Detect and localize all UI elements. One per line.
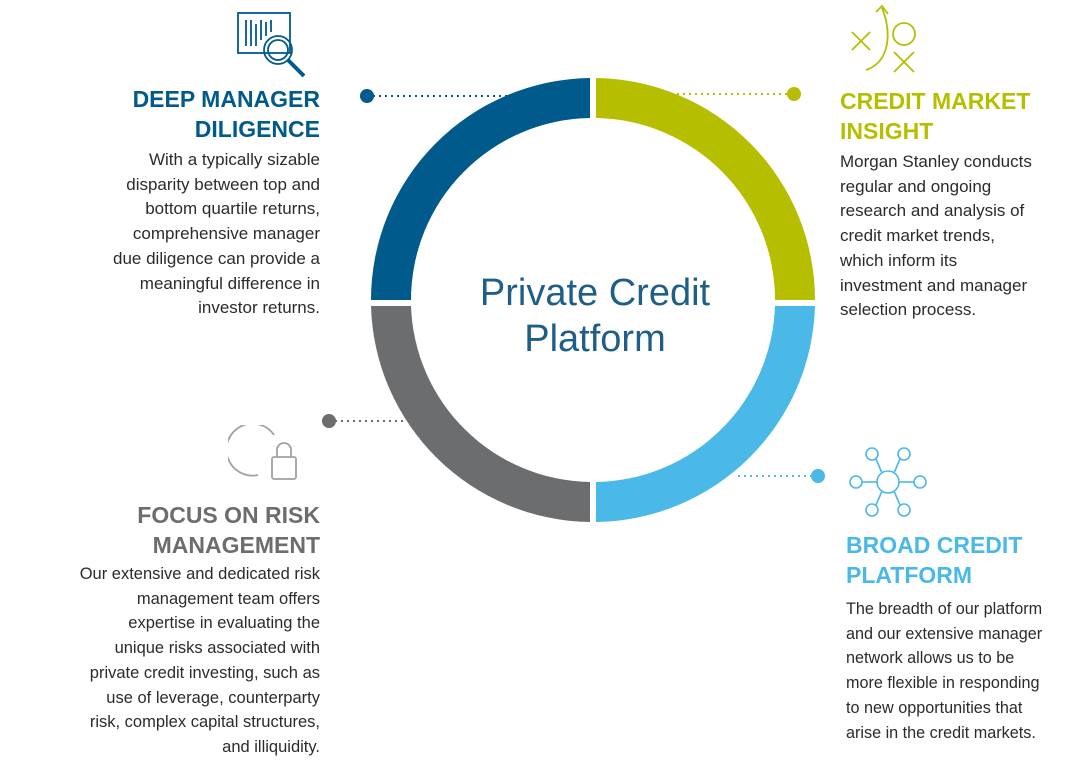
- platform-title-line-2: Platform: [524, 318, 666, 360]
- credit-market-heading-line-2: INSIGHT: [840, 118, 934, 144]
- deep-manager-heading: DEEP MANAGER DILIGENCE: [40, 84, 320, 144]
- deep-manager-body-line: bottom quartile returns,: [145, 199, 320, 219]
- platform-title: Private Credit Platform: [430, 270, 760, 362]
- deep-manager-heading-line-2: DILIGENCE: [194, 116, 320, 142]
- broad-credit-body: The breadth of our platform and our exte…: [846, 597, 1090, 745]
- ring-segment-broad-credit: [596, 306, 815, 522]
- deep-manager-body-line: meaningful difference in: [139, 273, 320, 293]
- risk-management-heading: FOCUS ON RISK MANAGEMENT: [0, 500, 320, 560]
- broad-credit-section: BROAD CREDIT PLATFORM The breadth of our…: [846, 530, 1090, 745]
- risk-management-body-line: use of leverage, counterparty: [106, 688, 320, 707]
- risk-management-body-line: private credit investing, such as: [89, 663, 320, 682]
- risk-management-body-line: risk, complex capital structures,: [89, 713, 320, 732]
- risk-management-body-line: unique risks associated with: [114, 639, 320, 658]
- broad-credit-heading: BROAD CREDIT PLATFORM: [846, 530, 1090, 590]
- credit-market-section: CREDIT MARKET INSIGHT Morgan Stanley con…: [840, 86, 1085, 323]
- credit-market-body: Morgan Stanley conducts regular and ongo…: [840, 150, 1085, 323]
- connector-risk-management: [322, 414, 406, 428]
- broad-credit-body-line: arise in the credit markets.: [846, 723, 1036, 742]
- broad-credit-heading-line-1: BROAD CREDIT: [846, 532, 1023, 558]
- broad-credit-body-line: The breadth of our platform: [846, 600, 1043, 618]
- risk-management-body-line: expertise in evaluating the: [128, 614, 320, 633]
- deep-manager-heading-line-1: DEEP MANAGER: [132, 86, 320, 112]
- circle-lock-icon: [228, 425, 297, 480]
- credit-market-body-line: credit market trends,: [840, 226, 995, 246]
- deep-manager-body: With a typically sizable disparity betwe…: [40, 148, 320, 321]
- broad-credit-body-line: to new opportunities that: [846, 698, 1023, 717]
- risk-management-body-line: and illiquidity.: [222, 737, 320, 756]
- broad-credit-body-line: network allows us to be: [846, 649, 1015, 668]
- broad-credit-body-line: more flexible in responding: [846, 674, 1040, 693]
- ring-segment-deep-manager: [371, 78, 590, 300]
- risk-management-heading-line-2: MANAGEMENT: [152, 532, 320, 558]
- broad-credit-heading-line-2: PLATFORM: [846, 562, 973, 588]
- credit-market-heading-line-1: CREDIT MARKET: [840, 88, 1031, 114]
- network-people-icon: [849, 447, 927, 517]
- credit-market-body-line: Morgan Stanley conducts: [840, 152, 1032, 171]
- risk-management-body-line: Our extensive and dedicated risk: [79, 565, 320, 583]
- risk-management-body: Our extensive and dedicated risk managem…: [0, 562, 320, 760]
- credit-market-heading: CREDIT MARKET INSIGHT: [840, 86, 1085, 146]
- risk-management-section: FOCUS ON RISK MANAGEMENT Our extensive a…: [0, 500, 320, 760]
- credit-market-body-line: which inform its: [840, 250, 958, 270]
- ring-segment-credit-market: [596, 78, 815, 300]
- credit-market-body-line: selection process.: [840, 300, 977, 320]
- connector-broad-credit: [738, 469, 825, 483]
- credit-market-body-line: research and analysis of: [840, 201, 1025, 221]
- risk-management-heading-line-1: FOCUS ON RISK: [137, 502, 320, 528]
- deep-manager-body-line: disparity between top and: [126, 174, 320, 194]
- ring-segment-risk-management: [371, 306, 590, 522]
- credit-market-body-line: regular and ongoing: [840, 176, 992, 196]
- platform-title-line-1: Private Credit: [479, 272, 711, 314]
- magnifier-chart-icon: [237, 12, 306, 78]
- connector-deep-manager: [360, 89, 525, 103]
- deep-manager-body-line: investor returns.: [198, 298, 320, 318]
- deep-manager-body-line: comprehensive manager: [132, 224, 320, 244]
- broad-credit-body-line: and our extensive manager: [846, 624, 1043, 643]
- deep-manager-body-line: due diligence can provide a: [113, 248, 320, 268]
- risk-management-body-line: management team offers: [136, 589, 320, 608]
- deep-manager-section: DEEP MANAGER DILIGENCE With a typically …: [40, 84, 320, 321]
- strategy-play-icon: [851, 4, 916, 73]
- deep-manager-body-line: With a typically sizable: [148, 150, 320, 169]
- connector-credit-market: [665, 87, 801, 101]
- credit-market-body-line: investment and manager: [840, 275, 1028, 295]
